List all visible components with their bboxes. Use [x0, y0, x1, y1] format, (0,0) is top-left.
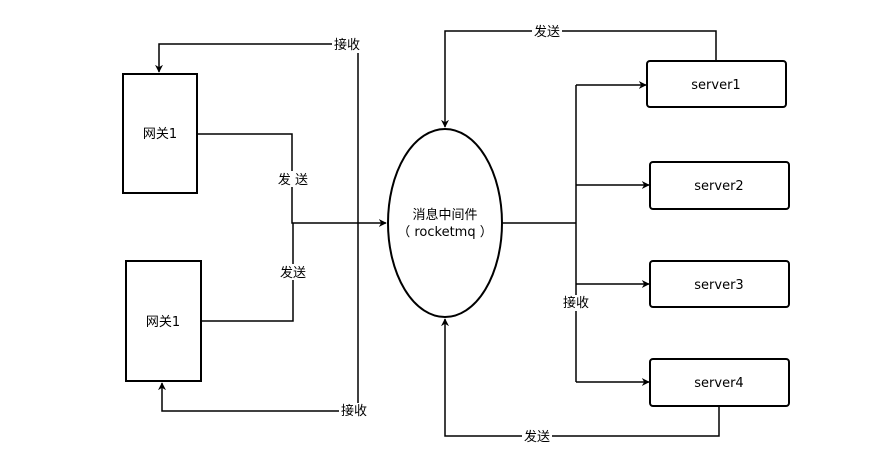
gateway-top-label: 网关1 [143, 127, 177, 142]
server3-node [649, 260, 790, 308]
label-gateway-top-send: 发 送 [278, 172, 308, 188]
mq-node [387, 128, 503, 318]
label-server4-send: 发送 [524, 429, 550, 445]
server2-node [649, 161, 790, 210]
server1-node [646, 60, 787, 108]
server2-label: server2 [694, 179, 743, 194]
label-server1-send: 发送 [534, 24, 560, 40]
edge-gateway-bottom-receive [158, 382, 358, 412]
server3-label: server3 [694, 278, 743, 293]
edge-server1-send [441, 30, 717, 128]
edge-gateway-bottom-send [201, 223, 294, 322]
label-gateway-top-receive: 接收 [334, 37, 360, 53]
server4-node [649, 358, 790, 407]
mq-label-line1: 消息中间件 [412, 207, 477, 223]
server4-label: server4 [694, 376, 743, 391]
edge-server4-send [441, 318, 720, 437]
edge-gateway-top-receive [155, 43, 358, 73]
gateway-bottom-node [125, 260, 202, 382]
gateway-top-node [122, 73, 198, 194]
mq-label-line2: （ rocketmq ） [397, 225, 493, 240]
gateway-bottom-label: 网关1 [146, 315, 180, 330]
label-gateway-bottom-receive: 接收 [341, 403, 367, 419]
label-gateway-bottom-send: 发送 [280, 265, 306, 281]
server1-label: server1 [691, 78, 740, 93]
label-servers-receive: 接收 [563, 295, 589, 311]
